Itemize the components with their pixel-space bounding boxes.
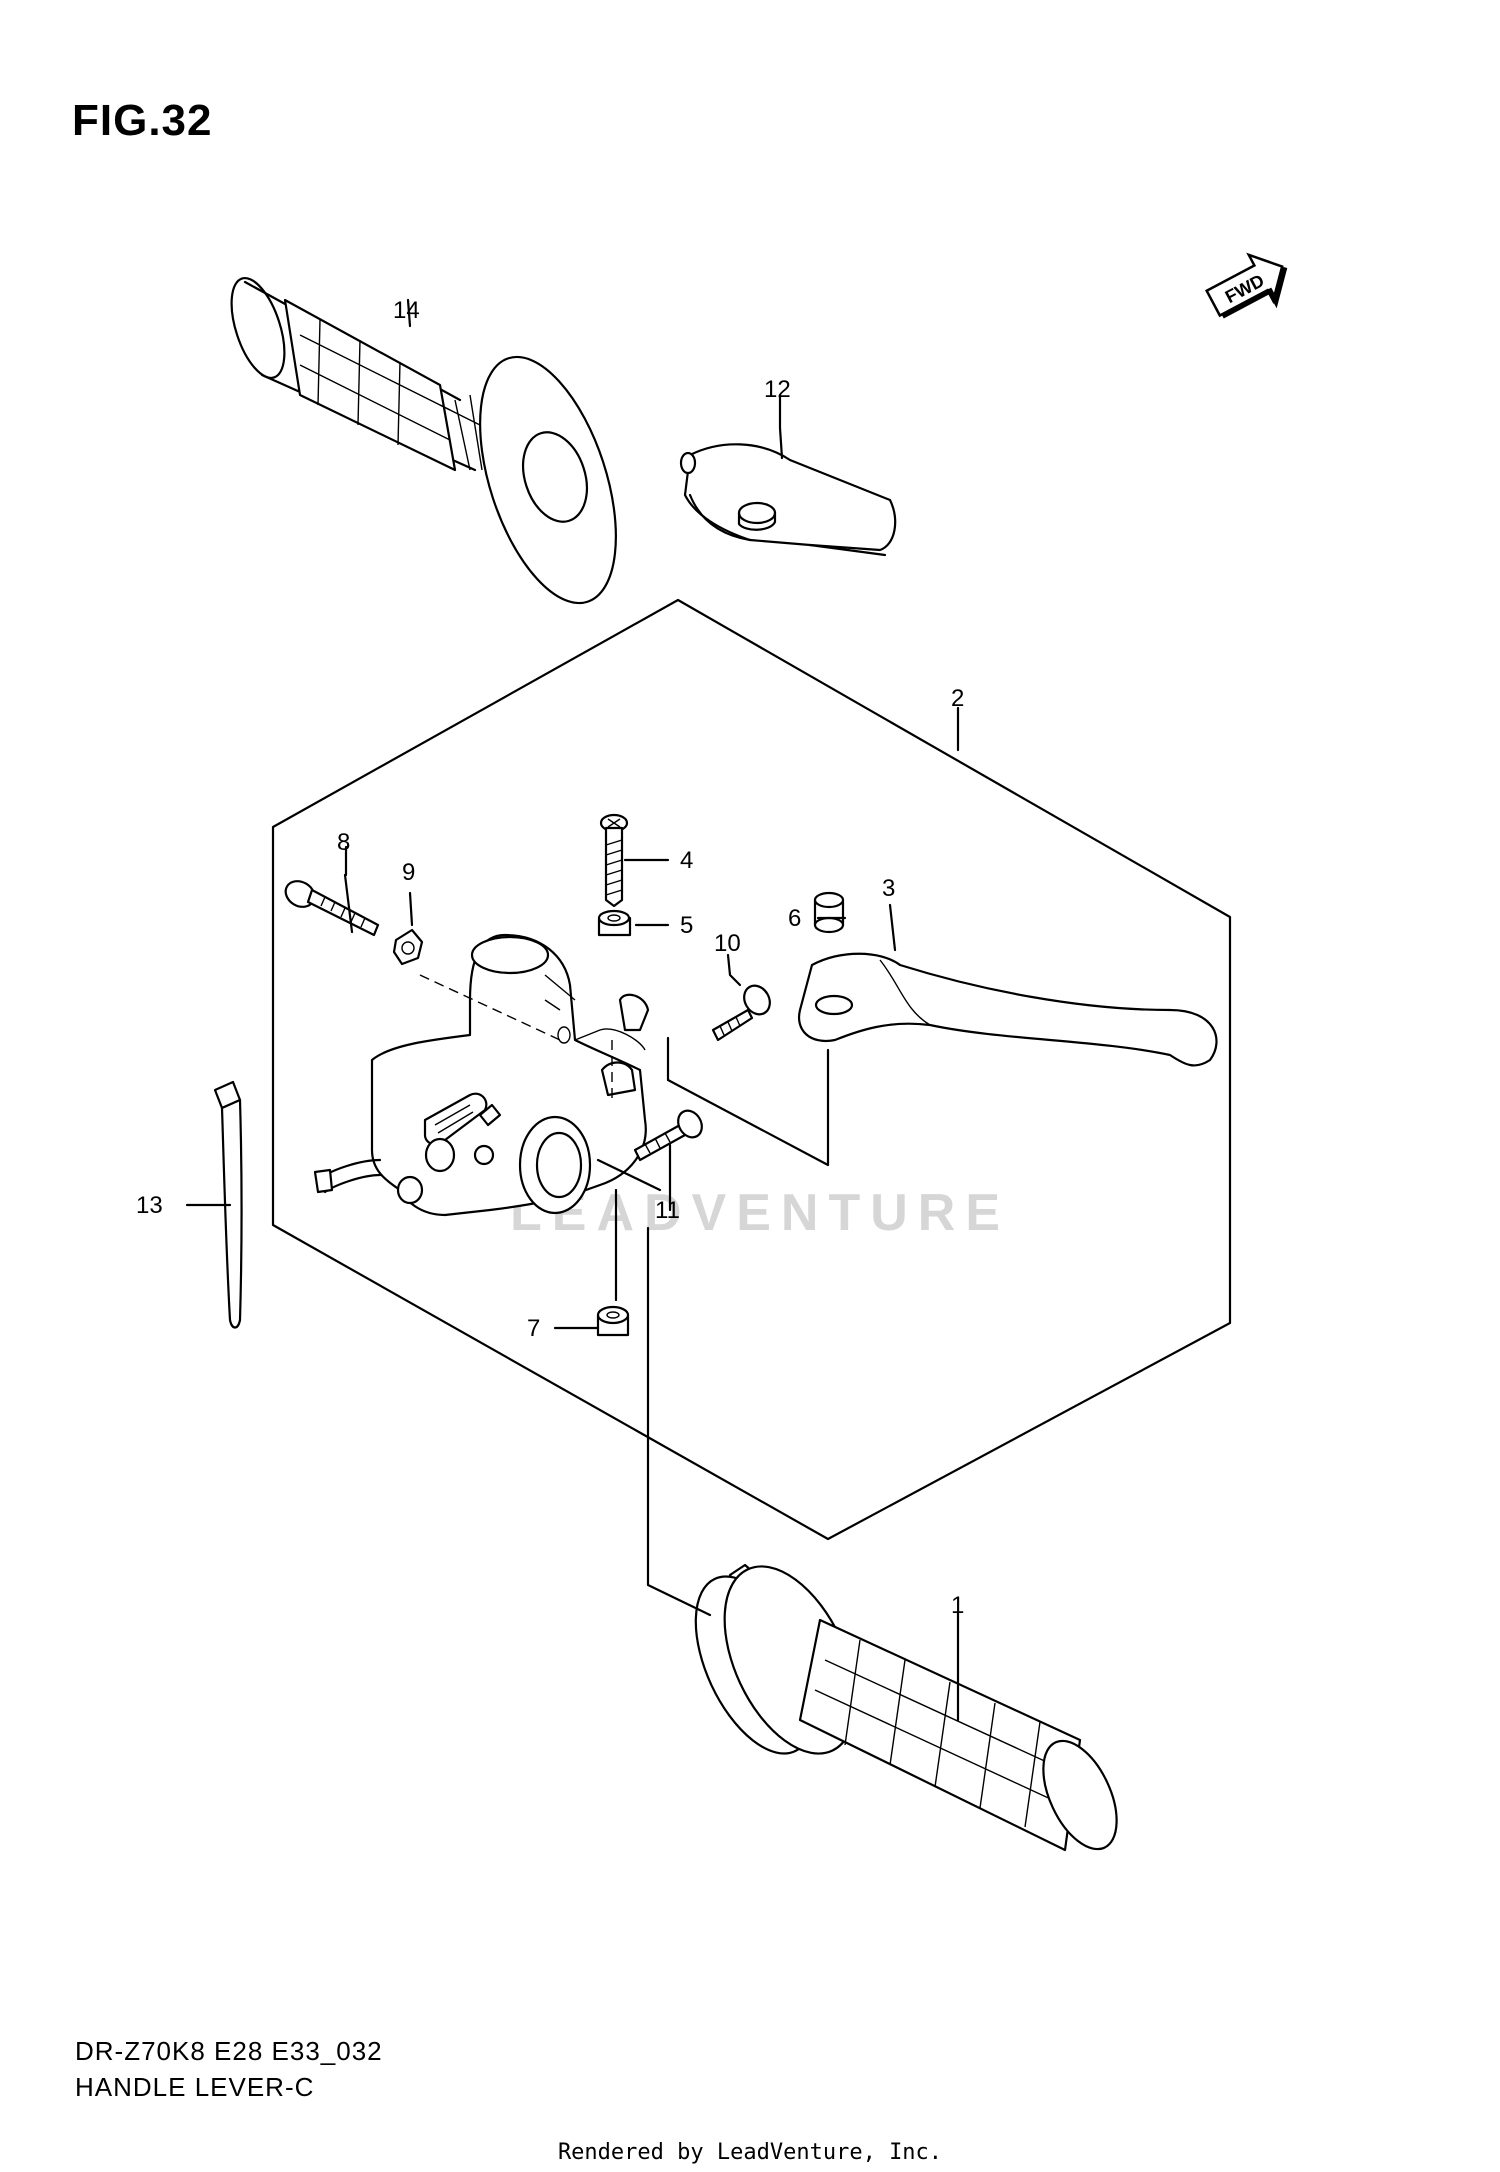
fwd-arrow-icon: FWD [1205,252,1288,319]
assembly-boundary [271,598,1232,1541]
callout-11: 11 [655,1197,680,1224]
bolt-part-11 [633,1109,703,1162]
grip-right-part-1 [694,1563,1118,1852]
callout-5: 5 [680,912,693,939]
callout-7: 7 [527,1315,540,1342]
grip-left-part-14 [230,276,617,605]
cable-tie-part-13 [213,1080,243,1329]
nut-part-9 [392,928,424,966]
callout-4: 4 [680,847,693,874]
rendered-by-footer: Rendered by LeadVenture, Inc. [557,2140,943,2165]
callout-2: 2 [951,685,964,712]
callout-8: 8 [337,829,350,856]
model-code: DR-Z70K8 E28 E33_032 [75,2036,383,2066]
watermark-text: LEADVENTURE [510,1184,1010,1242]
lever-holder-body [313,933,650,1217]
callout-13: 13 [136,1192,163,1219]
callout-3: 3 [882,875,895,902]
diagram-caption: HANDLE LEVER-C [75,2072,315,2102]
callout-12: 12 [764,376,791,403]
callout-1: 1 [951,1592,964,1619]
nut-part-7 [596,1305,630,1337]
dashed-guide-line [667,1079,801,1151]
callout-9: 9 [402,859,415,886]
lever-part-3 [797,952,1218,1067]
callout-6: 6 [788,905,801,932]
collar-part-6 [813,891,845,934]
screw-part-4 [599,813,629,908]
callout-10: 10 [714,930,741,957]
bolt-part-8 [284,880,380,937]
figure-title: FIG.32 [72,96,213,145]
cover-part-12 [679,443,897,557]
callout-14: 14 [393,297,420,324]
bolt-part-10 [711,984,771,1042]
nut-part-5 [597,909,632,937]
